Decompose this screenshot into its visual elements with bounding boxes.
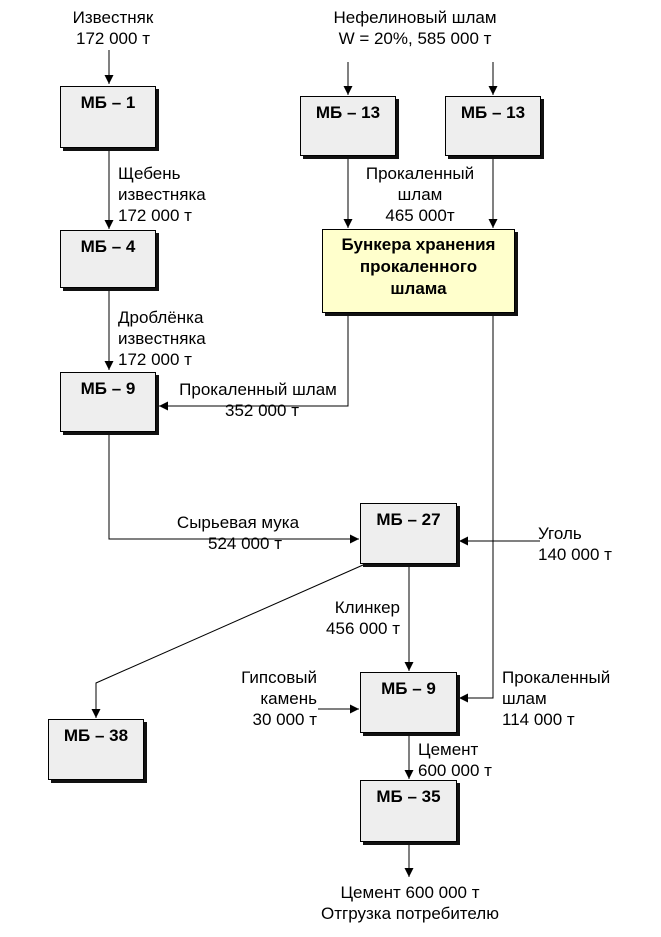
block-label: МБ – 1 [80,93,136,112]
storage-label-line-1: Бункера хранения [341,235,496,254]
arrow-mb27-to-mb38 [91,564,364,718]
block-mb-13-right: МБ – 13 [445,96,541,156]
arrow-storage-to-mb9 [159,314,349,411]
block-label: МБ – 13 [315,103,381,122]
block-mb-9-bottom: МБ – 9 [360,672,457,733]
block-mb-38: МБ – 38 [48,719,144,780]
block-label: МБ – 9 [80,379,136,398]
block-storage-bins: Бункера хранения прокаленного шлама [322,229,515,313]
block-mb-9-top: МБ – 9 [60,372,156,432]
block-mb-35: МБ – 35 [360,780,457,842]
arrow-mb9-to-mb27 [108,434,359,544]
block-mb-1: МБ – 1 [60,86,156,148]
block-mb-27: МБ – 27 [360,503,457,564]
block-label: МБ – 9 [381,679,436,698]
storage-label-line-2: прокаленного [359,257,478,276]
block-label: МБ – 13 [460,103,526,122]
block-mb-4: МБ – 4 [60,230,156,288]
block-label: МБ – 38 [63,726,129,745]
block-label: МБ – 27 [376,510,441,529]
block-label: МБ – 4 [80,237,136,256]
arrow-storage-to-mb9-bottom [459,314,494,703]
block-mb-13-left: МБ – 13 [300,96,396,156]
storage-label-line-3: шлама [390,279,447,298]
block-label: МБ – 35 [376,787,441,806]
